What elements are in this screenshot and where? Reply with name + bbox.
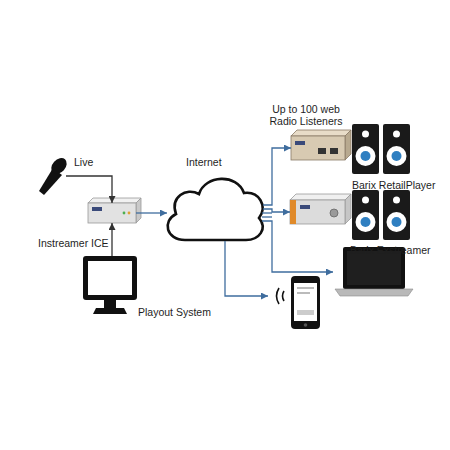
device-label: Playout System <box>138 306 211 318</box>
microphone-node: Live <box>38 156 66 196</box>
device-label: Live <box>74 156 93 168</box>
monitor-neck <box>104 300 116 308</box>
device-knob <box>330 209 338 217</box>
speaker-cone <box>356 146 376 166</box>
speaker-center <box>392 151 402 161</box>
wifi-arc <box>277 288 280 304</box>
device-port <box>330 148 338 154</box>
speaker-tweeter <box>362 131 369 138</box>
phone-screen-button <box>297 310 314 315</box>
speaker-tweeter <box>362 197 369 204</box>
speaker-center <box>361 217 371 227</box>
device-label: Internet <box>186 156 222 168</box>
phone-screen <box>294 283 317 321</box>
device-logo <box>300 205 310 209</box>
device-top <box>291 130 351 136</box>
device-port <box>318 148 326 154</box>
monitor-screen <box>88 261 132 295</box>
device-led <box>123 212 126 215</box>
device-logo <box>295 141 305 145</box>
monitor-base <box>93 308 127 314</box>
phone-screen-line <box>297 292 310 294</box>
signal-arrow <box>66 176 112 203</box>
signal-arrow <box>136 212 167 213</box>
device-top <box>290 194 351 200</box>
phone-home-button <box>304 323 308 327</box>
laptop-screen <box>347 251 401 285</box>
speaker-cone <box>387 146 407 166</box>
speaker-center <box>361 151 371 161</box>
device-logo <box>92 207 102 211</box>
playout-monitor: Playout System <box>83 256 137 314</box>
microphone-head <box>48 155 70 177</box>
phone-link <box>225 241 268 296</box>
device-front <box>290 200 345 224</box>
device-top <box>88 198 141 203</box>
signal-arrow <box>111 223 112 256</box>
laptop-link <box>262 221 333 272</box>
splitter-line <box>262 216 272 217</box>
speaker-tweeter <box>393 197 400 204</box>
internet-cloud-node: Internet <box>167 178 263 240</box>
internet-cloud <box>168 179 263 240</box>
device-side <box>345 130 351 160</box>
signal-arrow <box>263 209 290 212</box>
device-led <box>128 212 131 215</box>
device-front <box>291 136 345 160</box>
device-label: Barix RetailPlayer <box>352 179 435 191</box>
speaker-center <box>392 217 402 227</box>
player-device: Barix Exstreamer <box>290 200 345 224</box>
wifi-arc <box>283 291 285 301</box>
speaker-cabinet <box>383 190 410 240</box>
device-label: Instreamer ICE <box>38 237 109 249</box>
speaker-cabinet <box>383 124 410 174</box>
speaker-cone <box>356 212 376 232</box>
speaker-cabinet <box>352 124 379 174</box>
note-label: Up to 100 web Radio Listeners <box>260 103 352 127</box>
signal-arrow <box>263 148 291 205</box>
speaker-tweeter <box>393 131 400 138</box>
device-front <box>88 203 136 223</box>
monitor-bezel <box>83 256 137 300</box>
device-trim <box>290 200 296 224</box>
speaker-cabinet <box>352 190 379 240</box>
player-device: Barix RetailPlayer <box>291 136 345 160</box>
speaker-cone <box>387 212 407 232</box>
device-side <box>136 198 141 223</box>
splitter-line <box>262 212 272 213</box>
phone-body <box>291 276 320 329</box>
laptop-base <box>335 289 413 296</box>
device-label: Barix Exstreamer <box>350 244 431 256</box>
encoder-device: Instreamer ICE <box>88 203 136 223</box>
device-side <box>345 194 351 224</box>
phone-screen-line <box>297 287 314 289</box>
